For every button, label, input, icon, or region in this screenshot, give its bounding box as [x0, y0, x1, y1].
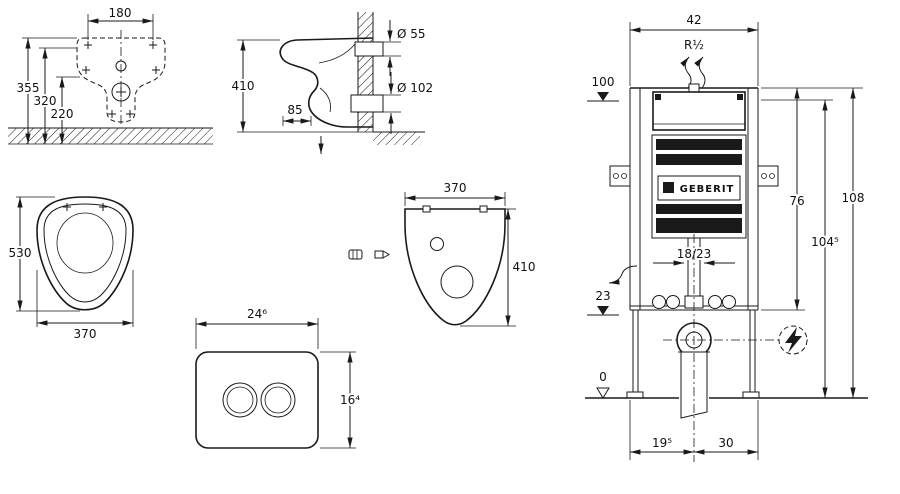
mounting-surface	[8, 127, 213, 145]
lvl-0: 0	[599, 370, 607, 384]
dim-320: 320	[34, 94, 57, 108]
fixing-cross-mark	[63, 203, 71, 211]
dim-246-group: 24⁶	[195, 305, 319, 349]
actuator-plate	[195, 351, 319, 449]
dim-pad-410: 410	[513, 260, 536, 274]
level-marker-100: 100	[587, 73, 619, 102]
dim-42: 42	[686, 13, 701, 27]
wall-bracket-right	[757, 165, 779, 187]
dim-410-group: 410	[230, 39, 373, 133]
frame-structure	[609, 87, 779, 399]
dim-246: 24⁶	[247, 307, 267, 321]
dim-d55-group: Ø 55	[383, 20, 428, 76]
flush-button-small	[260, 382, 296, 418]
wall-bracket-left	[609, 165, 631, 187]
level-marker-23: 23	[587, 287, 619, 316]
dim-108-group: 108	[840, 88, 866, 398]
fixing-cross-mark	[99, 203, 107, 211]
bowl-plan-view: 530 370	[7, 196, 134, 343]
lvl-23: 23	[595, 289, 610, 303]
dim-180: 180	[109, 6, 132, 20]
dim-1045-group: 104⁵	[761, 99, 841, 398]
dim-pad-370-group: 370	[404, 179, 506, 206]
dim-30: 30	[718, 436, 733, 450]
vapor-arrow-left-icon	[608, 265, 638, 285]
vapor-arrows-icon	[680, 56, 706, 89]
dim-d102: Ø 102	[397, 81, 433, 95]
pad-outline	[404, 205, 506, 326]
fixing-hardware-icon	[348, 249, 390, 260]
dim-530-group: 530	[7, 196, 80, 312]
lightning-bolt-icon	[778, 325, 808, 355]
dim-355-group: 355	[15, 37, 77, 144]
dim-370-group: 370	[36, 270, 134, 343]
flush-plate-view: 24⁶ 16⁴	[195, 305, 362, 449]
level-marker-0: 0	[596, 368, 610, 399]
side-section-view: 410 85 Ø 55 Ø 102	[230, 12, 435, 154]
geberit-brand-label: GEBERIT	[680, 184, 735, 195]
dim-370: 370	[74, 327, 97, 341]
dim-d102-group: Ø 102	[383, 72, 435, 134]
dim-85-group: 85	[282, 101, 312, 126]
installation-frame-view: 42 R½	[585, 11, 868, 462]
dim-85: 85	[287, 103, 302, 117]
dim-195-group: 19⁵	[629, 400, 759, 460]
dim-195: 19⁵	[652, 436, 672, 450]
dim-320-group: 320	[32, 47, 77, 144]
front-fixing-view: 180 355 320 220	[8, 4, 213, 145]
geberit-logo-mark	[663, 182, 674, 193]
fixing-cross-marks	[82, 41, 160, 118]
dim-42-group: 42 R½	[629, 11, 759, 86]
ceramic-outline	[76, 30, 166, 126]
dim-220-group: 220	[49, 76, 80, 144]
dim-108: 108	[842, 191, 865, 205]
dim-164-group: 16⁴	[320, 351, 362, 449]
dim-164: 16⁴	[340, 393, 360, 407]
dim-530: 530	[9, 246, 32, 260]
flush-button-large	[222, 382, 258, 418]
insulation-pad-view: 370 410	[404, 179, 537, 327]
cistern-assembly: GEBERIT	[651, 83, 747, 239]
bowl-outline	[36, 196, 134, 311]
flush-pipe-assembly	[652, 237, 736, 309]
dim-r12: R½	[684, 38, 704, 52]
dim-180-group: 180	[87, 4, 154, 40]
dim-76-group: 76	[761, 87, 863, 311]
pad-large-hole	[440, 265, 474, 299]
dim-1045: 104⁵	[811, 235, 839, 249]
dim-220: 220	[51, 107, 74, 121]
dim-d55: Ø 55	[397, 27, 426, 41]
dim-30-group: 30	[694, 434, 758, 455]
dim-pad-410-group: 410	[460, 208, 537, 327]
lvl-100: 100	[592, 75, 615, 89]
dim-76: 76	[789, 194, 804, 208]
dim-410: 410	[232, 79, 255, 93]
dim-pad-370: 370	[444, 181, 467, 195]
wc-profile	[279, 37, 384, 128]
dim-355: 355	[17, 81, 40, 95]
pad-small-hole	[430, 237, 444, 251]
